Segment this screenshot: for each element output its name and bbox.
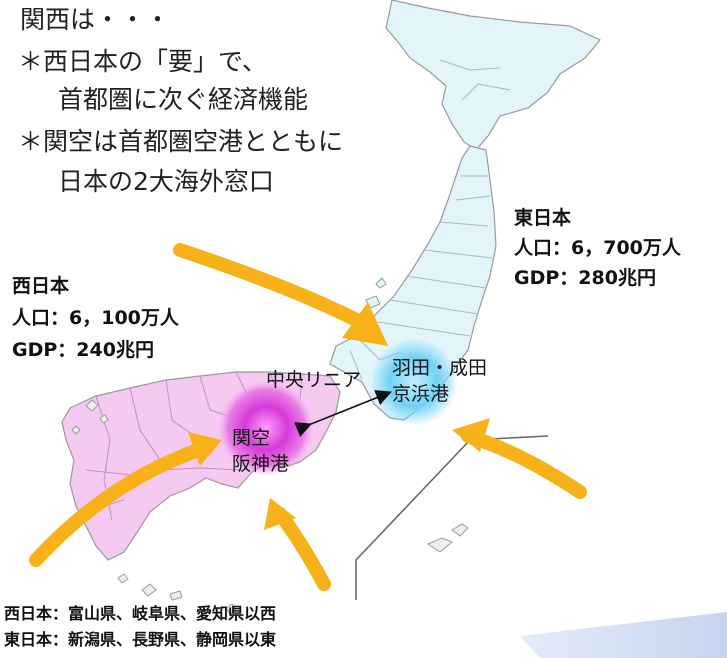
footnote-east-definition: 東日本：新潟県、長野県、静岡県以東 — [4, 630, 277, 649]
kansai-hub-glow — [218, 380, 314, 476]
east-japan-population: 人口：6，700万人 — [514, 237, 681, 259]
kansai-hub-label-airport: 関空 — [232, 427, 271, 449]
west-japan-population: 人口：6，100万人 — [12, 307, 179, 329]
east-japan-name: 東日本 — [514, 207, 572, 229]
arrowhead-north — [342, 302, 388, 346]
tokyo-hub-label-airports: 羽田・成田 — [392, 357, 488, 379]
inset-border — [355, 435, 549, 600]
west-japan-name: 西日本 — [12, 275, 70, 297]
kansai-hub-label-port: 阪神港 — [232, 453, 290, 475]
intro-point1-line2: 首都圏に次ぐ経済機能 — [58, 85, 309, 114]
cropped-title-remnant — [0, 0, 727, 2]
intro-point1-line1: ＊西日本の「要」で、 — [18, 47, 268, 76]
corner-decoration — [520, 612, 727, 658]
footnote-west-definition: 西日本：富山県、岐阜県、愛知県以西 — [4, 604, 277, 623]
hokkaido-region — [385, 0, 601, 151]
arrowhead-west — [188, 432, 222, 466]
tokyo-hub-glow — [370, 338, 458, 426]
arrowhead-east — [452, 418, 490, 452]
linear-link — [294, 390, 392, 437]
intro-heading: 関西は・・・ — [20, 5, 171, 34]
linear-label: 中央リニア — [266, 369, 362, 391]
east-japan-gdp: GDP：280兆円 — [514, 267, 656, 289]
arrow-east — [461, 429, 587, 499]
arrowhead-south — [264, 498, 296, 530]
arrow-south — [273, 507, 331, 591]
intro-point2-line2: 日本の2大海外窓口 — [58, 167, 274, 196]
west-japan-gdp: GDP：240兆円 — [12, 339, 154, 361]
arrow-west — [29, 441, 211, 567]
arrow-north — [173, 243, 375, 333]
intro-point2-line1: ＊関空は首都圏空港とともに — [18, 127, 344, 156]
tokyo-hub-label-port: 京浜港 — [392, 383, 450, 405]
